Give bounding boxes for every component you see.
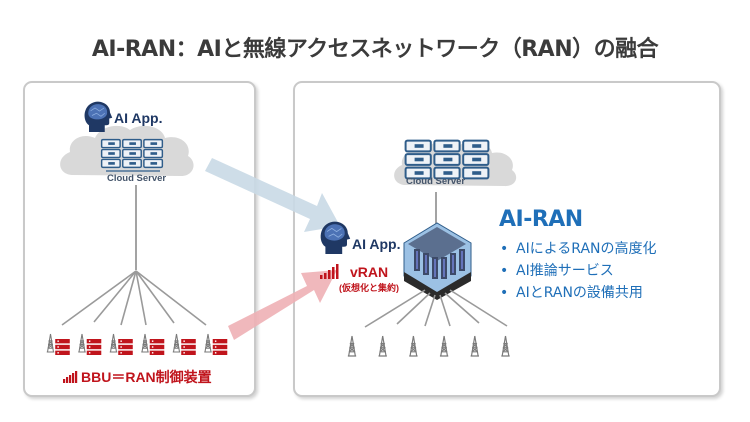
ai-ran-bullet: •AIとRANの設備共用 [500,285,643,301]
vran-label: vRAN [350,264,389,280]
vran-server-cube-icon [403,222,472,300]
left-cloud-server-label: Cloud Server [107,173,167,184]
right-cloud-server-label: Cloud Server [406,176,466,187]
bbu-unit-icon [55,339,70,355]
page-title: AI-RAN：AIと無線アクセスネットワーク（RAN）の融合 [91,37,659,62]
bbu-unit-icon [212,339,228,355]
cell-tower-icon [203,333,213,353]
ai-ran-bullet: •AI推論サービス [500,263,614,279]
right-cloud-server [394,139,517,187]
server-rack-icon [100,138,164,169]
cell-tower-icon [408,335,419,357]
right-ai-app-label: AI App. [352,236,401,252]
fanout-lines [364,289,508,328]
ai-ran-bullet-list: •AIによるRANの高度化 •AI推論サービス •AIとRANの設備共用 [500,238,657,304]
bbu-unit-icon [86,339,102,355]
signal-bars-icon [320,264,339,279]
cell-tower-icon [439,335,449,357]
bbu-label: BBU＝RAN制御装置 [81,369,212,385]
fanout-lines [61,270,207,326]
cell-tower-icon [77,333,87,353]
vran-sublabel: (仮想化と集約) [339,283,399,293]
migration-arrow-blue [205,158,340,232]
server-rack-icon [404,139,490,180]
migration-arrow-red [228,270,337,340]
ai-ran-bullet: •AIによるRANの高度化 [500,241,657,257]
bbu-unit-icon [181,339,196,355]
cell-tower-icon [46,333,55,353]
cell-tower-row [347,335,511,357]
head-icon [320,221,351,255]
cell-tower-icon [500,335,511,357]
cell-tower-icon [140,333,150,353]
ai-ran-heading: AI-RAN [499,207,583,232]
bbu-tower-row [46,333,228,355]
cell-tower-icon [377,335,388,357]
cell-tower-icon [469,335,480,357]
cell-tower-icon [347,335,357,357]
left-cloud-server [60,125,194,177]
cell-tower-icon [172,333,181,353]
signal-bars-icon [63,371,78,383]
cell-tower-icon [109,333,118,353]
left-ai-app-label: AI App. [114,110,163,126]
bbu-unit-icon [149,339,165,355]
bbu-unit-icon [118,339,133,355]
